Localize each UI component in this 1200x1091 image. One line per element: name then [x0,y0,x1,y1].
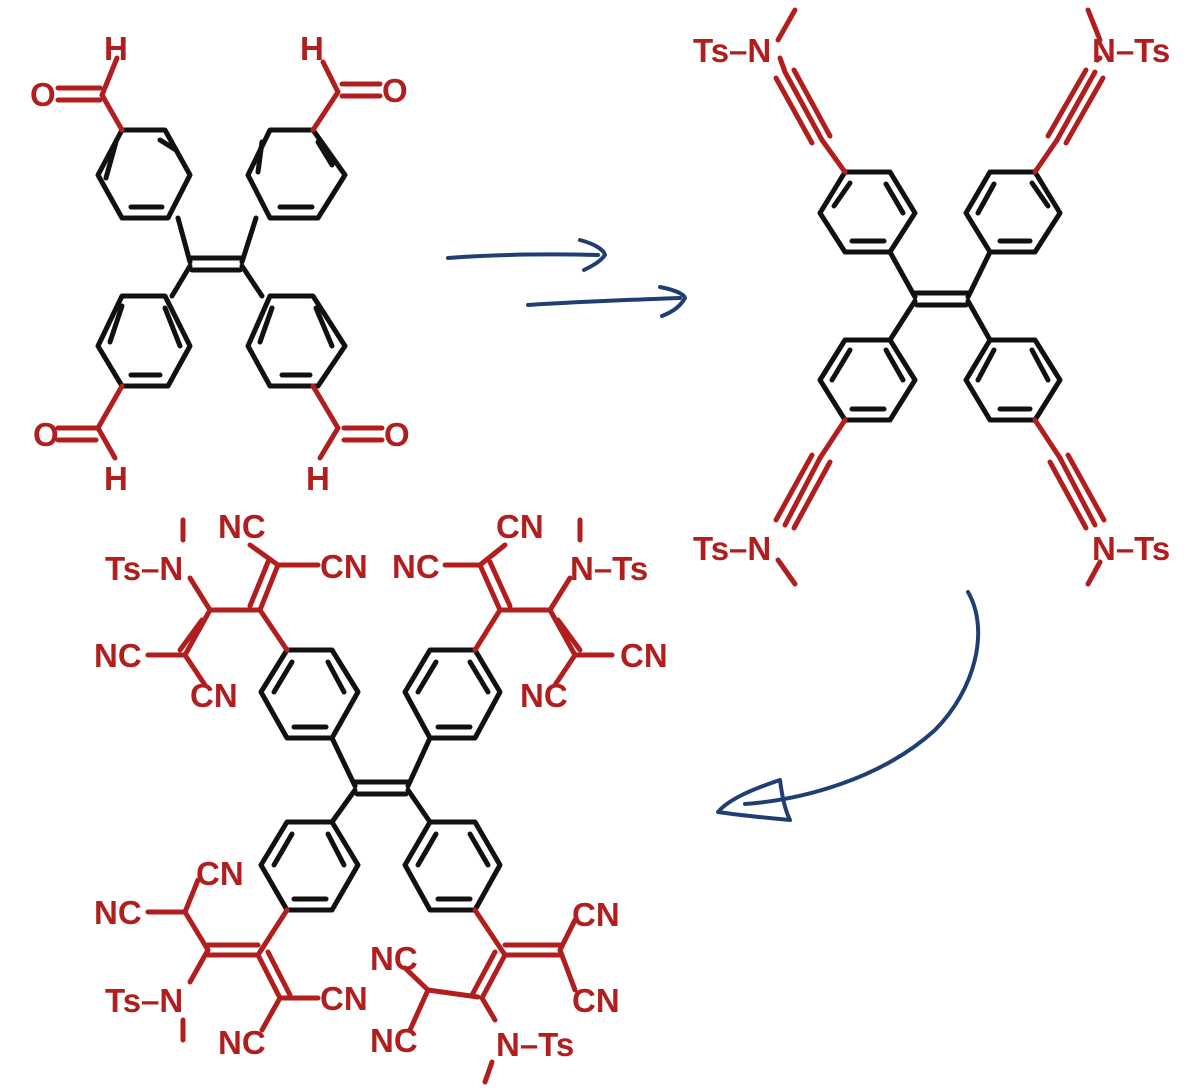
nitrile-label: NC [392,548,440,585]
formyl-o-label: O [384,416,410,453]
nitrile-label: CN [320,980,368,1017]
nitrile-label: NC [218,1024,266,1061]
nitrile-label: NC [94,894,142,931]
nitrile-label: NC [370,940,418,977]
n-ts-label: N–Ts [570,550,648,587]
formyl-o-label: O [33,416,59,453]
tcbd-substituents [145,517,615,1085]
ynamide-molecule: Ts–N N–Ts Ts–N N–Ts [693,7,1170,587]
ts-n-label: Ts–N [105,982,183,1019]
formyl-h-label: H [300,30,324,67]
formyl-h-label: H [104,30,128,67]
formyl-h-label: H [306,460,330,497]
nitrile-label: NC [94,637,142,674]
n-ts-label: N–Ts [1092,530,1170,567]
nitrile-label: CN [620,637,668,674]
ynamide-skeleton [817,169,1063,423]
aldehyde-molecule: H O H O O H O H [30,30,410,497]
ts-n-label: Ts–N [693,32,771,69]
tcbd-labels: NC CN Ts–N NC CN CN NC N–Ts CN NC CN NC … [94,508,668,1063]
ts-n-label: Ts–N [105,550,183,587]
curved-reaction-arrow-icon [716,590,981,822]
formyl-h-label: H [104,460,128,497]
formyl-o-label: O [30,76,56,113]
aldehyde-skeleton [95,127,348,389]
nitrile-label: CN [572,982,620,1019]
ts-n-label: Ts–N [693,530,771,567]
nitrile-label: CN [320,548,368,585]
n-ts-label: N–Ts [496,1026,574,1063]
tcbd-skeleton [258,647,503,913]
formyl-o-label: O [382,72,408,109]
nitrile-label: CN [496,508,544,545]
nitrile-label: CN [572,896,620,933]
tcbd-product-molecule: NC CN Ts–N NC CN CN NC N–Ts CN NC CN NC … [94,508,668,1085]
aldehyde-labels: H O H O O H O H [30,30,410,497]
ynamide-substituents [773,7,1107,587]
ynamide-labels: Ts–N N–Ts Ts–N N–Ts [693,32,1170,567]
aldehyde-substituents [55,55,385,461]
double-reaction-arrow-icon [446,238,687,318]
n-ts-label: N–Ts [1092,32,1170,69]
nitrile-label: NC [520,677,568,714]
nitrile-label: NC [370,1022,418,1059]
nitrile-label: CN [196,855,244,892]
nitrile-label: NC [218,508,266,545]
nitrile-label: CN [190,677,238,714]
